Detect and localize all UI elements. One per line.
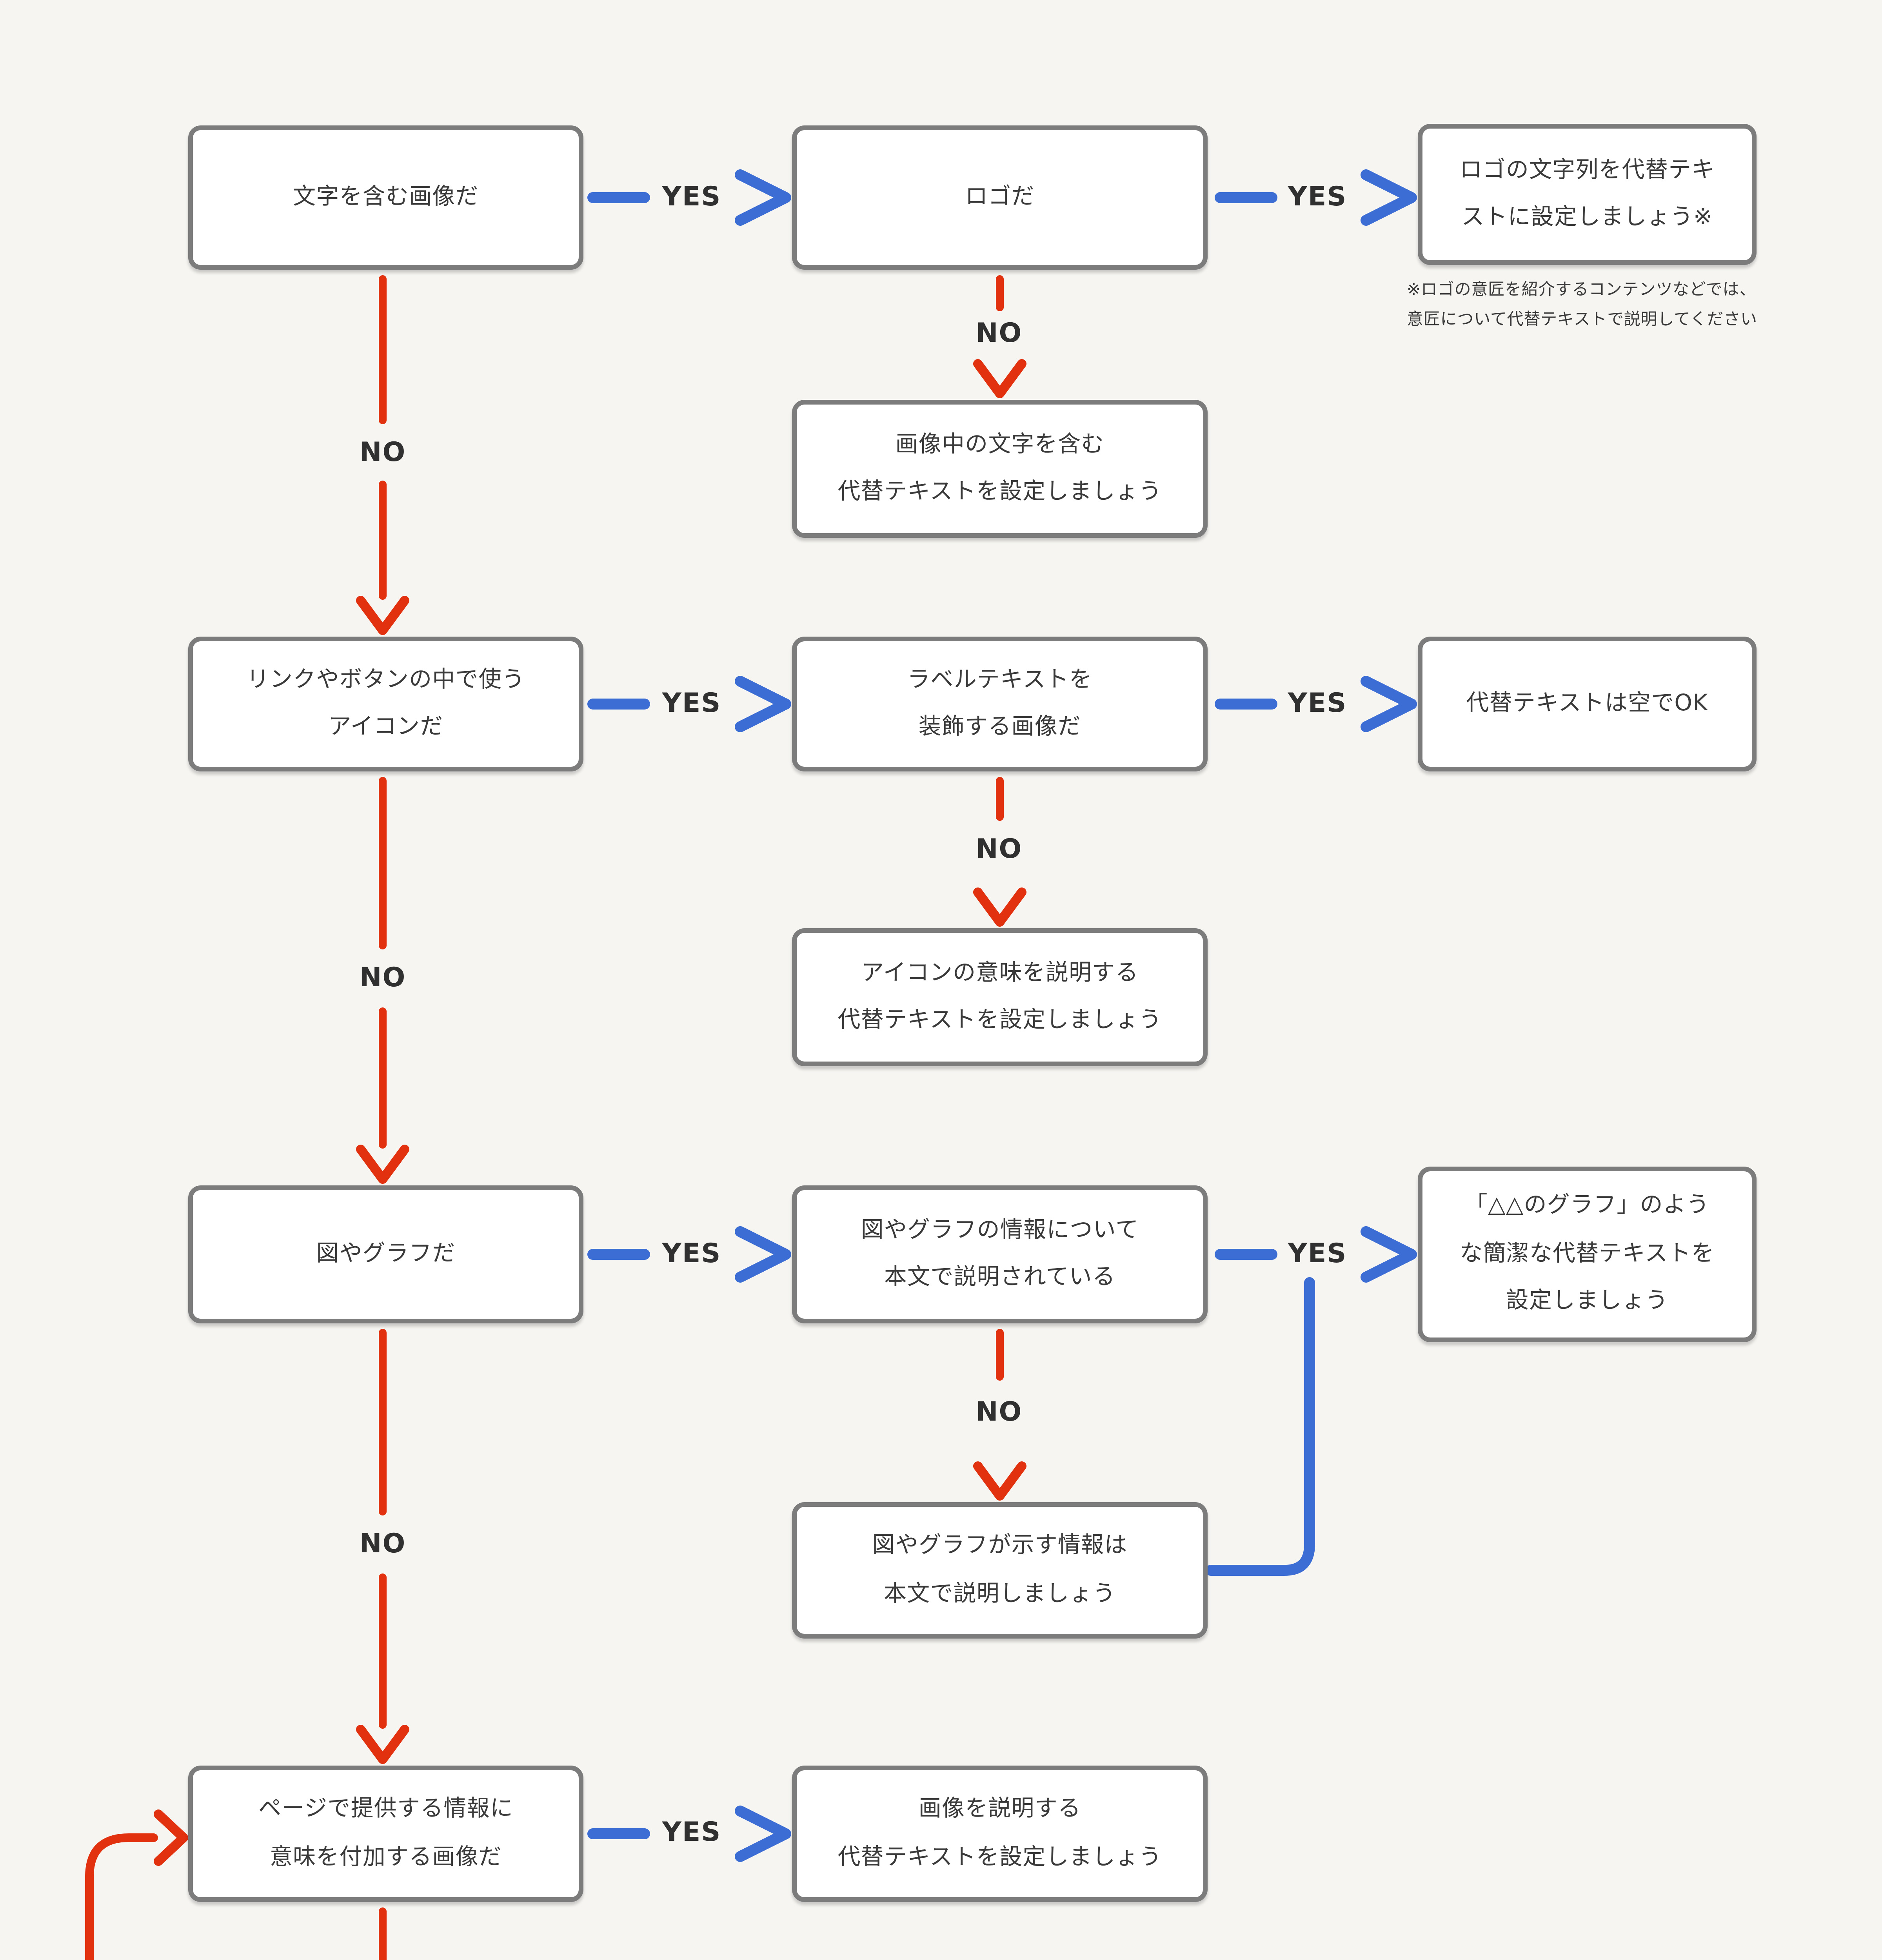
- yes-label-r1b: YES: [1288, 182, 1347, 213]
- node-explain-in-body: 図やグラフが示す情報は 本文で説明しましょう: [792, 1502, 1208, 1639]
- no-label-r3: NO: [359, 1529, 406, 1560]
- yes-label-r2a: YES: [662, 688, 721, 720]
- no-head-r3: [356, 1725, 409, 1764]
- yes-label-r3a: YES: [662, 1239, 721, 1270]
- loop-arrow-head: [154, 1809, 188, 1866]
- no-head-islogo: [973, 359, 1026, 398]
- node-logo-alt: ロゴの文字列を代替テキ ストに設定しましょう※: [1418, 124, 1757, 265]
- yes-arrow-head-r2a: [735, 676, 791, 732]
- node-icon-meaning-alt: アイコンの意味を説明する 代替テキストを設定しましょう: [792, 928, 1208, 1066]
- no-label-islogo: NO: [976, 318, 1023, 350]
- no-head-r1: [356, 596, 409, 635]
- yes-arrow-head-r1a: [735, 169, 791, 226]
- yes-label-r3b: YES: [1288, 1239, 1347, 1270]
- no-label-chartexplained: NO: [976, 1397, 1023, 1428]
- node-chart-explained: 図やグラフの情報について 本文で説明されている: [792, 1185, 1208, 1323]
- node-decorates-label: ラベルテキストを 装飾する画像だ: [792, 637, 1208, 771]
- no-label-r2: NO: [359, 963, 406, 994]
- node-text-in-image-alt: 画像中の文字を含む 代替テキストを設定しましょう: [792, 400, 1208, 538]
- logo-note: ※ロゴの意匠を紹介するコンテンツなどでは、 意匠について代替テキストで説明してく…: [1407, 281, 1757, 330]
- no-label-r1: NO: [359, 437, 406, 469]
- node-empty-alt-ok-icon: 代替テキストは空でOK: [1418, 637, 1757, 771]
- no-head-chartexplained: [973, 1461, 1026, 1501]
- node-contains-text: 文字を含む画像だ: [188, 125, 583, 270]
- yes-arrow-head-r4a: [735, 1806, 791, 1862]
- merge-curve-explain-to-yes: [1205, 1277, 1315, 1576]
- yes-label-r4a: YES: [662, 1817, 721, 1849]
- yes-arrow-head-r3a: [735, 1226, 791, 1283]
- yes-arrow-head-r1b: [1361, 169, 1417, 226]
- yes-arrow-head-r3b: [1361, 1226, 1417, 1283]
- yes-label-r1a: YES: [662, 182, 721, 213]
- no-head-r2: [356, 1145, 409, 1184]
- node-describe-image-alt: 画像を説明する 代替テキストを設定しましょう: [792, 1766, 1208, 1902]
- yes-arrow-head-r2b: [1361, 676, 1417, 732]
- no-label-decorates: NO: [976, 834, 1023, 866]
- loop-arrow-path: [85, 1833, 158, 1960]
- node-is-chart: 図やグラフだ: [188, 1185, 583, 1323]
- node-is-logo: ロゴだ: [792, 125, 1208, 270]
- yes-label-r2b: YES: [1288, 688, 1347, 720]
- node-is-icon-in-link: リンクやボタンの中で使う アイコンだ: [188, 637, 583, 771]
- node-concise-chart-alt: 「△△のグラフ」のよう な簡潔な代替テキストを 設定しましょう: [1418, 1167, 1757, 1342]
- no-head-decorates: [973, 887, 1026, 927]
- node-adds-meaning: ページで提供する情報に 意味を付加する画像だ: [188, 1766, 583, 1902]
